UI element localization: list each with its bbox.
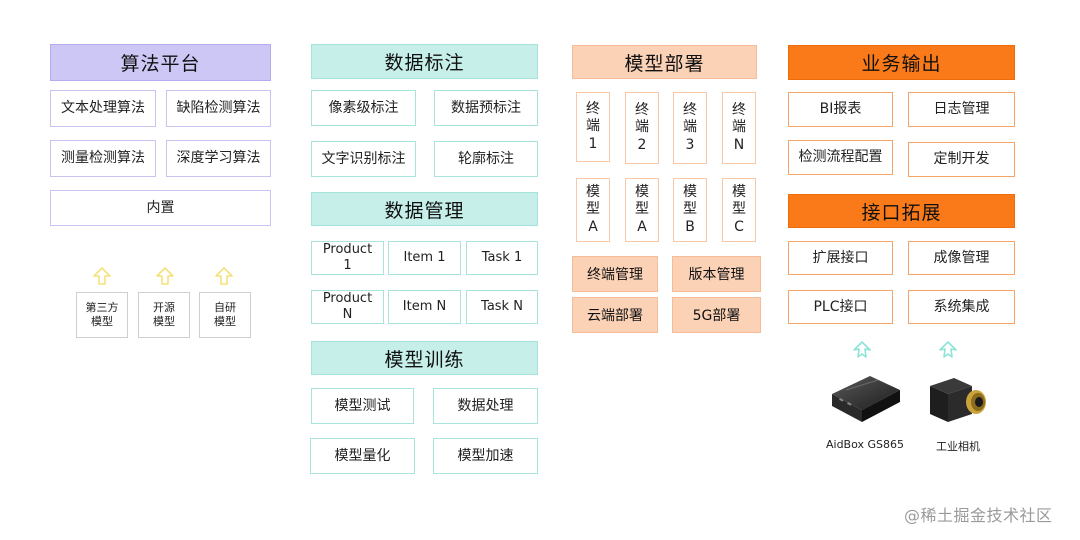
model-b: 模 型 B [673,178,707,242]
terminal-3: 终 端 3 [673,92,707,164]
train-data-processing: 数据处理 [433,388,538,424]
train-model-testing: 模型测试 [311,388,414,424]
watermark: @稀土掘金技术社区 [904,506,1053,525]
data-management-header: 数据管理 [311,192,538,226]
builtin-box: 内置 [50,190,271,226]
in-house-model: 自研 模型 [199,292,251,338]
aidbox-device-icon [832,376,900,422]
bi-report: BI报表 [788,92,893,127]
label-pre-annotation: 数据预标注 [434,90,538,126]
model-a-2: 模 型 A [625,178,659,242]
industrial-camera-caption: 工业相机 [936,440,980,453]
system-integration: 系统集成 [908,290,1015,324]
5g-deployment: 5G部署 [672,297,761,333]
algorithm-platform-header: 算法平台 [50,44,271,81]
data-task-1: Task 1 [466,241,538,275]
data-item-n: Item N [388,290,461,324]
terminal-2: 终 端 2 [625,92,659,164]
data-item-1: Item 1 [388,241,461,275]
algo-defect-detection: 缺陷检测算法 [166,90,271,127]
third-party-model: 第三方 模型 [76,292,128,338]
data-task-n: Task N [466,290,538,324]
label-ocr: 文字识别标注 [311,141,416,177]
model-training-header: 模型训练 [311,341,538,375]
data-product-1: Product 1 [311,241,384,275]
label-contour: 轮廓标注 [434,141,538,177]
model-deployment-header: 模型部署 [572,45,757,79]
data-product-n: Product N [311,290,384,324]
version-management: 版本管理 [672,256,761,292]
up-arrow-icon [93,267,111,285]
interface-extension-header: 接口拓展 [788,194,1015,228]
algo-text-processing: 文本处理算法 [50,90,156,127]
model-a-1: 模 型 A [576,178,610,242]
train-model-acceleration: 模型加速 [433,438,538,474]
aidbox-caption: AidBox GS865 [825,438,904,451]
custom-development: 定制开发 [908,142,1015,177]
extension-interface: 扩展接口 [788,241,893,275]
train-model-quantization: 模型量化 [310,438,415,474]
detection-flow-config: 检测流程配置 [788,140,893,175]
algo-measurement-detection: 测量检测算法 [50,140,156,177]
data-labeling-header: 数据标注 [311,44,538,79]
up-arrow-icon [215,267,233,285]
log-management: 日志管理 [908,92,1015,127]
up-arrow-icon [156,267,174,285]
cloud-deployment: 云端部署 [572,297,658,333]
business-output-header: 业务输出 [788,45,1015,80]
plc-interface: PLC接口 [788,290,893,324]
imaging-management: 成像管理 [908,241,1015,275]
algo-deep-learning: 深度学习算法 [166,140,271,177]
up-arrow-icon [939,341,957,358]
terminal-1: 终 端 1 [576,92,610,162]
model-c: 模 型 C [722,178,756,242]
industrial-camera-icon [930,378,986,422]
open-source-model: 开源 模型 [138,292,190,338]
label-pixel-level: 像素级标注 [311,90,416,126]
terminal-management: 终端管理 [572,256,658,292]
terminal-n: 终 端 N [722,92,756,164]
up-arrow-icon [853,341,871,358]
